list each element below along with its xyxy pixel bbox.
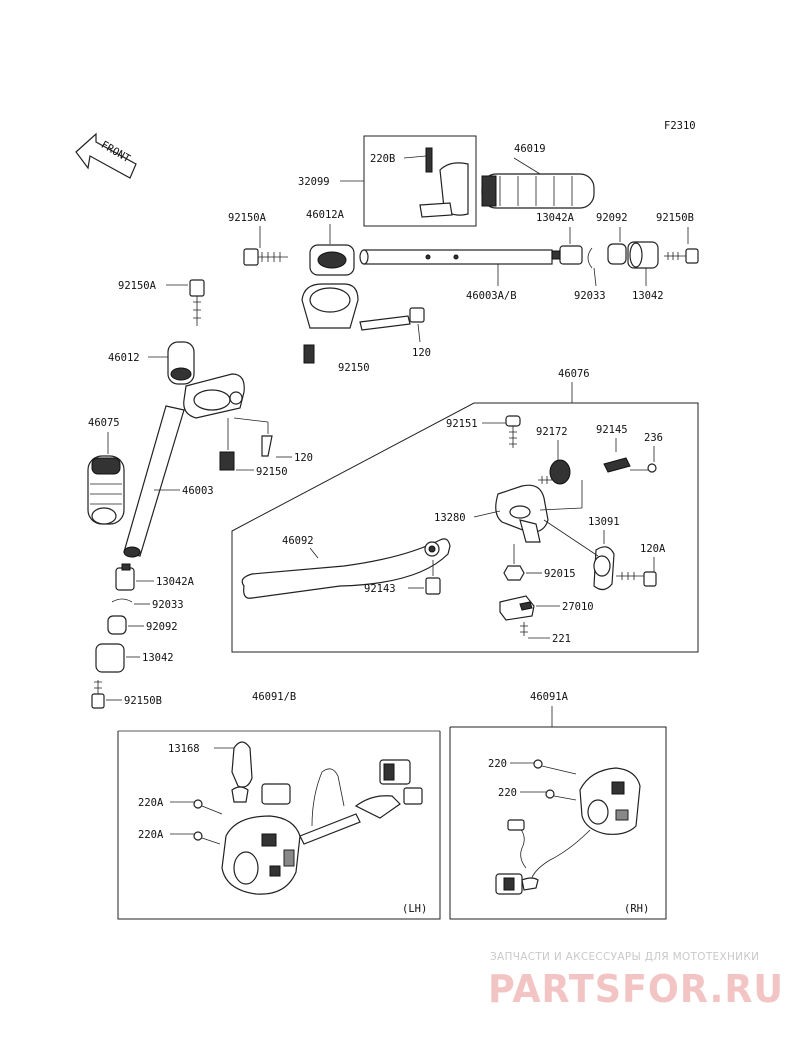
- damper-92092-top: [607, 243, 627, 265]
- label-46003AB: 46003A/B: [466, 290, 517, 302]
- label-13042A-left: 13042A: [156, 576, 195, 588]
- bolt-92150B-top: [664, 248, 699, 264]
- label-46091A: 46091A: [530, 691, 569, 703]
- label-220B: 220B: [370, 153, 395, 165]
- clamp-13091-part: [593, 546, 615, 591]
- clamp-46012-part: [167, 341, 245, 419]
- label-120A: 120A: [640, 543, 666, 555]
- bolt-120-top: [359, 307, 425, 331]
- label-13280: 13280: [434, 512, 466, 524]
- label-46091B: 46091/B: [252, 691, 296, 703]
- label-13042-top: 13042: [632, 290, 664, 302]
- handlebar-46003-part: [123, 405, 185, 558]
- label-92092-top: 92092: [596, 212, 628, 224]
- label-92033-left: 92033: [152, 599, 184, 611]
- label-92172: 92172: [536, 426, 568, 438]
- label-120-left: 120: [294, 452, 313, 464]
- screw-220-2: [545, 789, 577, 801]
- screw-221-part: [520, 622, 528, 636]
- front-arrow-icon: FRONT: [75, 132, 137, 179]
- throttle-grip-part: [481, 173, 595, 209]
- label-rh: (RH): [624, 903, 649, 915]
- spring-92145-part: [603, 457, 631, 473]
- label-220-2: 220: [498, 787, 517, 799]
- label-92015: 92015: [544, 568, 576, 580]
- label-92033-top: 92033: [574, 290, 606, 302]
- weight-13042A-top: [551, 245, 583, 265]
- screw-236-part: [647, 463, 657, 473]
- label-46003: 46003: [182, 485, 214, 497]
- bolt-92150-left: [219, 451, 235, 471]
- label-92150B-top: 92150B: [656, 212, 694, 224]
- assembly-46076-box: [231, 402, 699, 653]
- lever-46092-part: [241, 538, 451, 599]
- label-92143: 92143: [364, 583, 396, 595]
- screw-220A-1: [193, 799, 223, 815]
- label-13042-left: 13042: [142, 652, 174, 664]
- label-27010: 27010: [562, 601, 594, 613]
- label-13168: 13168: [168, 743, 200, 755]
- collar-92143-part: [425, 577, 441, 595]
- label-220-1: 220: [488, 758, 507, 770]
- bolt-120-left: [261, 435, 273, 457]
- label-lh: (LH): [402, 903, 427, 915]
- label-13042A-top: 13042A: [536, 212, 575, 224]
- label-92150A-left: 92150A: [118, 280, 157, 292]
- watermark-brand: PARTSFOR.RU: [488, 967, 784, 1011]
- watermark-tagline: ЗАПЧАСТИ И АКСЕССУАРЫ ДЛЯ МОТОТЕХНИКИ: [490, 951, 759, 963]
- bolt-92151-part: [505, 415, 521, 448]
- throttle-pipe-part: [419, 147, 469, 218]
- bolt-120A-part: [616, 571, 657, 587]
- rh-wire-harness-part: [495, 819, 591, 895]
- label-120-top: 120: [412, 347, 431, 359]
- weight-13042-top: [627, 241, 659, 269]
- label-92145: 92145: [596, 424, 628, 436]
- rh-switch-box: [449, 726, 667, 920]
- label-92150-top: 92150: [338, 362, 370, 374]
- damper-92092-left: [107, 615, 127, 635]
- lh-switch-box: [117, 731, 441, 920]
- label-236: 236: [644, 432, 663, 444]
- rh-switch-housing-part: [579, 767, 641, 835]
- label-92092-left: 92092: [146, 621, 178, 633]
- lh-switch-housing-part: [221, 815, 301, 895]
- label-46092: 46092: [282, 535, 314, 547]
- clamp-46012A-part: [301, 244, 359, 364]
- weight-13042A-left: [115, 563, 135, 591]
- bolt-92150A-top: [243, 248, 288, 266]
- circlip-92033-top: [587, 247, 593, 269]
- label-13091: 13091: [588, 516, 620, 528]
- grip-46075-part: [87, 455, 125, 525]
- label-46076: 46076: [558, 368, 590, 380]
- label-92151: 92151: [446, 418, 478, 430]
- nut-92015-part: [503, 565, 525, 581]
- lever-holder-13280-part: [495, 484, 549, 543]
- label-32099: 32099: [298, 176, 330, 188]
- weight-13042-left: [95, 643, 125, 673]
- label-220A-2: 220A: [138, 829, 164, 841]
- handlebar-46003AB-part: [359, 249, 553, 265]
- label-221: 221: [552, 633, 571, 645]
- screw-220-1: [533, 759, 577, 775]
- label-46012: 46012: [108, 352, 140, 364]
- circlip-92033-left: [111, 598, 133, 603]
- label-46012A: 46012A: [306, 209, 345, 221]
- label-220A-1: 220A: [138, 797, 164, 809]
- bolt-92150A-left: [189, 279, 205, 326]
- figure-code: F2310: [664, 120, 696, 132]
- bolt-92150B-left: [91, 680, 105, 709]
- label-92150A-top: 92150A: [228, 212, 267, 224]
- label-46019: 46019: [514, 143, 546, 155]
- choke-lever-13168-part: [231, 741, 253, 803]
- adjuster-92172-part: [538, 459, 571, 485]
- switch-27010-part: [499, 595, 535, 621]
- label-92150B-left: 92150B: [124, 695, 162, 707]
- label-92150-left: 92150: [256, 466, 288, 478]
- label-46075: 46075: [88, 417, 120, 429]
- lh-wire-harness-part: [261, 759, 423, 845]
- screw-220A-2: [193, 831, 221, 845]
